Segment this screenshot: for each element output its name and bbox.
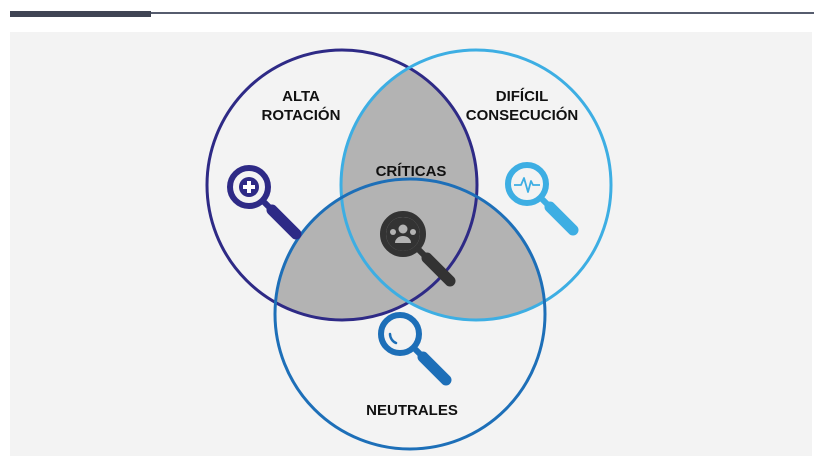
set-dificil-consecucion-label-line1: DIFÍCIL — [496, 88, 549, 105]
set-alta-rotacion-circle — [205, 48, 479, 322]
header-rule-accent — [10, 11, 151, 17]
set-neutrales-circle — [273, 177, 547, 451]
set-dificil-consecucion-label-line2: CONSECUCIÓN — [466, 106, 579, 124]
set-dificil-consecucion-circle — [339, 48, 613, 322]
header-rule — [10, 12, 814, 14]
magnifier-plus-icon — [227, 165, 302, 240]
magnifier-pulse-icon — [505, 162, 579, 236]
set-alta-rotacion-label-line1: ALTA — [282, 88, 320, 105]
magnifier-empty-icon — [378, 312, 452, 386]
center-criticas-label: CRÍTICAS — [376, 163, 447, 180]
magnifier-people-icon — [380, 211, 456, 287]
set-neutrales-label: NEUTRALES — [366, 402, 458, 419]
set-alta-rotacion-label-line2: ROTACIÓN — [262, 106, 341, 124]
